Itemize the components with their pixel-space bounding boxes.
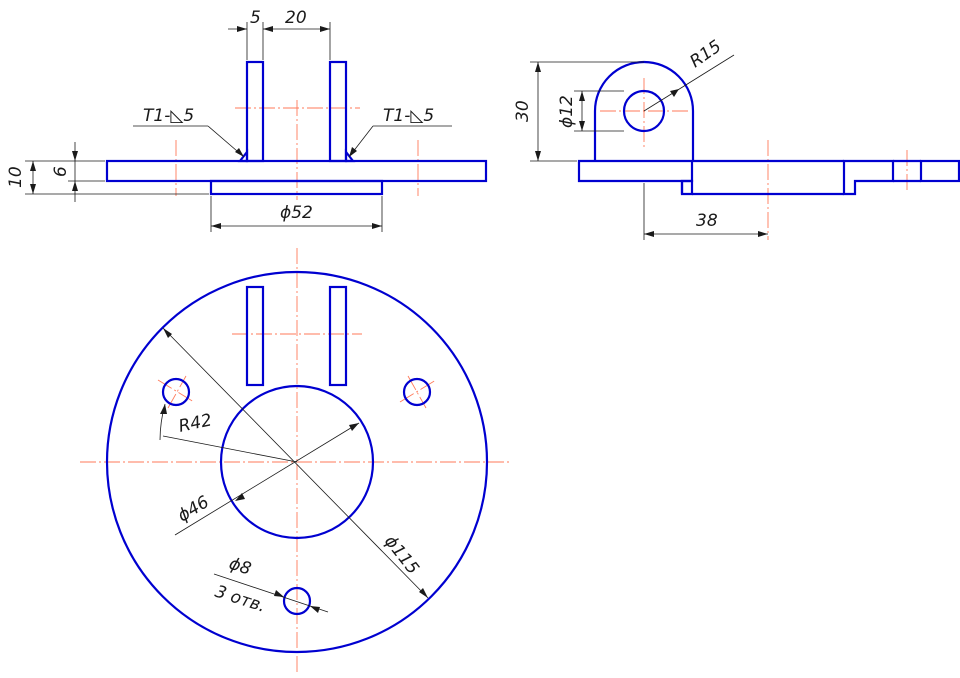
weld-right-label: T1-◺5 bbox=[383, 106, 434, 126]
dim-rib-thickness: 5 bbox=[228, 8, 273, 60]
section-right bbox=[842, 159, 895, 196]
flange-outer-circle bbox=[105, 270, 489, 654]
dim-side-offset-label: 38 bbox=[696, 211, 718, 231]
dim-bolt-circle-label: R42 bbox=[177, 410, 214, 437]
weld-left-label: T1-◺5 bbox=[143, 106, 194, 126]
dim-center-hole: ϕ46 bbox=[174, 422, 360, 536]
dim-rib-thickness-label: 5 bbox=[250, 8, 261, 28]
rib-right-top bbox=[328, 285, 348, 387]
section-edge bbox=[919, 159, 960, 183]
dim-outer-diameter: ϕ115 bbox=[162, 327, 429, 599]
dim-side-height-label: 30 bbox=[513, 100, 533, 122]
dim-plate-thickness-label: 6 bbox=[51, 166, 71, 177]
bolt-hole-bottom bbox=[282, 586, 312, 616]
dim-total-height: 10 bbox=[6, 160, 209, 195]
base-plate bbox=[105, 159, 488, 183]
lug-hole bbox=[622, 89, 666, 133]
front-view: 5 20 T1-◺5 T1-◺5 10 bbox=[6, 8, 488, 232]
dim-rib-spacing: 20 bbox=[263, 8, 331, 60]
top-view: R42 ϕ46 ϕ115 ϕ8 3 отв. bbox=[80, 248, 512, 672]
dim-lug-hole-label: ϕ12 bbox=[557, 95, 577, 128]
dim-bolt-circle: R42 bbox=[159, 403, 298, 463]
rib-left-top bbox=[245, 285, 265, 387]
dim-rib-spacing-label: 20 bbox=[285, 8, 307, 28]
weld-callout-right: T1-◺5 bbox=[348, 106, 452, 158]
side-view: 30 ϕ12 R15 38 bbox=[513, 37, 960, 240]
dim-plate-thickness: 6 bbox=[51, 142, 105, 202]
dim-side-offset: 38 bbox=[643, 183, 768, 240]
dim-lug-hole: ϕ12 bbox=[557, 90, 624, 132]
center-hole bbox=[219, 384, 375, 540]
dim-side-height: 30 bbox=[513, 61, 644, 162]
section-boss-left bbox=[680, 179, 694, 196]
rib-right bbox=[328, 60, 348, 163]
dim-center-hole-label: ϕ46 bbox=[174, 492, 213, 526]
rib-left bbox=[245, 60, 265, 163]
dim-lug-radius-label: R15 bbox=[686, 37, 725, 73]
weld-callout-left: T1-◺5 bbox=[133, 106, 245, 158]
dim-boss-diameter-label: ϕ52 bbox=[280, 203, 313, 223]
dim-boss-diameter: ϕ52 bbox=[210, 196, 383, 232]
bolt-hole-left bbox=[157, 375, 195, 409]
section-left bbox=[577, 159, 694, 194]
bolt-hole-right bbox=[399, 375, 437, 409]
dim-small-hole: ϕ8 3 отв. bbox=[212, 554, 329, 617]
dim-total-height-label: 10 bbox=[6, 166, 26, 188]
dim-small-hole-label: ϕ8 bbox=[226, 554, 253, 580]
dim-lug-radius: R15 bbox=[643, 37, 735, 112]
center-boss bbox=[209, 179, 384, 196]
hole-count-note: 3 отв. bbox=[212, 582, 268, 617]
